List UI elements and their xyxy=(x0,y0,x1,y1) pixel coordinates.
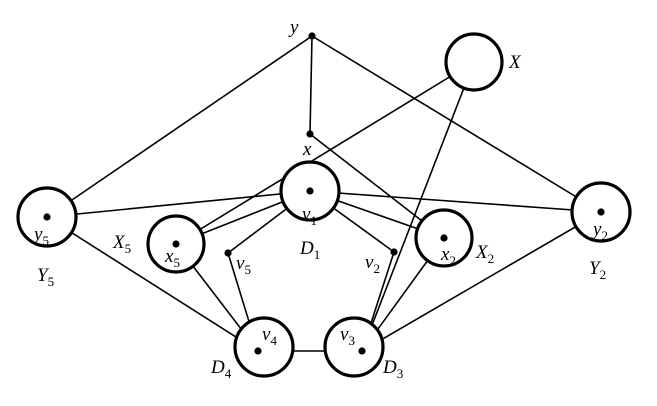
label-D1: D1 xyxy=(299,238,320,262)
edge-y-y2 xyxy=(311,35,602,213)
vertex-v3 xyxy=(358,347,366,355)
vertex-x5 xyxy=(172,240,180,248)
label-y2: y2 xyxy=(591,219,608,243)
vertex-v1 xyxy=(306,187,314,195)
circle-X xyxy=(444,32,504,92)
label-X: X xyxy=(508,52,522,73)
vertex-x xyxy=(306,130,314,138)
edge-X-v3 xyxy=(361,61,475,352)
label-v3: v3 xyxy=(340,324,355,348)
circle-v4 xyxy=(233,316,295,378)
label-v2: v2 xyxy=(365,252,380,276)
circle-v3 xyxy=(323,316,385,378)
vertex-v4 xyxy=(254,347,262,355)
label-Y2: Y2 xyxy=(589,258,606,282)
label-X2: X2 xyxy=(475,242,494,266)
edge-y-y5 xyxy=(46,35,313,218)
label-v4: v4 xyxy=(262,324,277,348)
label-x2: x2 xyxy=(440,244,456,268)
label-D4: D4 xyxy=(210,357,232,381)
label-v5: v5 xyxy=(236,253,251,277)
edge-y5-v1 xyxy=(46,190,311,218)
label-x: x xyxy=(302,139,312,160)
label-y: y xyxy=(288,17,299,38)
edge-y-x xyxy=(309,35,313,135)
edge-X-x5 xyxy=(175,61,475,245)
vertex-v2 xyxy=(390,248,398,256)
label-x5: x5 xyxy=(164,246,180,270)
label-Y5: Y5 xyxy=(37,265,54,289)
edge-y2-v3 xyxy=(361,211,602,352)
edge-v1-y2 xyxy=(309,190,602,213)
vertex-v5 xyxy=(224,249,232,257)
vertex-y2 xyxy=(597,208,605,216)
label-X5: X5 xyxy=(112,232,131,256)
vertex-layer xyxy=(43,32,605,355)
label-y5: y5 xyxy=(32,224,49,248)
label-D3: D3 xyxy=(382,357,403,381)
edge-y5-v4 xyxy=(46,216,259,352)
vertex-y5 xyxy=(43,213,51,221)
circle-layer xyxy=(16,32,632,378)
vertex-y xyxy=(308,32,316,40)
label-v1: v1 xyxy=(302,204,317,228)
vertex-x2 xyxy=(440,234,448,242)
